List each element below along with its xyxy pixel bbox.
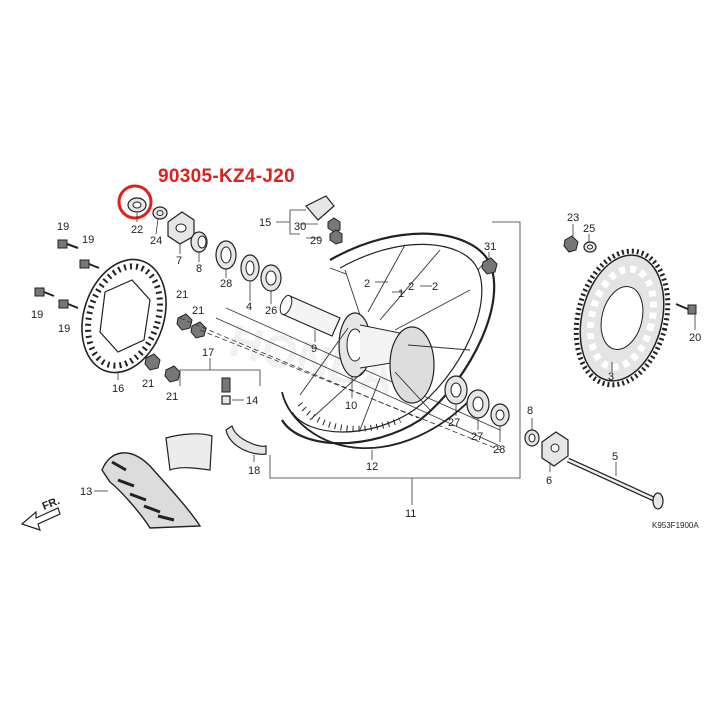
callout-6: 6 — [546, 475, 552, 487]
callout-28: 28 — [493, 444, 505, 456]
callout-7: 7 — [176, 255, 182, 267]
callout-11: 11 — [405, 508, 416, 520]
part-17-tube[interactable] — [165, 433, 213, 471]
part-20-bolt[interactable] — [675, 303, 697, 315]
part-7-adjuster[interactable] — [167, 211, 195, 245]
callout-26: 26 — [265, 305, 277, 317]
part-22-seal[interactable] — [127, 197, 147, 213]
part-12-rim[interactable] — [281, 232, 496, 449]
part-21-nut-d[interactable] — [164, 365, 181, 383]
part-30-bolt[interactable] — [327, 217, 341, 233]
part-14-valve[interactable] — [221, 377, 231, 405]
callout-27: 27 — [448, 417, 460, 429]
part-19-bolt-a[interactable] — [57, 239, 79, 249]
callout-27: 27 — [471, 431, 483, 443]
callout-3: 3 — [608, 371, 614, 383]
callout-2: 2 — [432, 281, 438, 293]
callout-4: 4 — [246, 301, 252, 313]
callout-25: 25 — [583, 223, 595, 235]
callout-20: 20 — [689, 332, 701, 344]
callout-18: 18 — [248, 465, 260, 477]
callout-9: 9 — [311, 343, 317, 355]
callout-21: 21 — [192, 305, 204, 317]
callout-19: 19 — [58, 323, 70, 335]
callout-23: 23 — [567, 212, 579, 224]
part-26-bearing[interactable] — [260, 264, 282, 292]
part-3-sprocket[interactable] — [563, 241, 681, 394]
part-19-bolt-b[interactable] — [79, 259, 100, 269]
part-31-nut[interactable] — [481, 257, 498, 275]
part-9-distance-collar[interactable] — [278, 294, 341, 337]
part-19-bolt-c[interactable] — [34, 287, 55, 297]
callout-2: 2 — [408, 281, 414, 293]
callout-21: 21 — [166, 391, 178, 403]
callout-8: 8 — [527, 405, 533, 417]
part-28-bearing-left[interactable] — [215, 240, 237, 270]
callout-19: 19 — [57, 221, 69, 233]
callout-15: 15 — [259, 217, 271, 229]
part-21-nut-c[interactable] — [144, 353, 161, 371]
part-28-bearing-right[interactable] — [490, 403, 510, 427]
callout-16: 16 — [112, 383, 124, 395]
highlight-circle — [117, 184, 153, 220]
highlighted-part-number: 90305-KZ4-J20 — [158, 166, 295, 187]
spokes — [299, 244, 471, 431]
part-23-nut[interactable] — [563, 235, 579, 253]
callout-labels: 22 24 7 8 28 4 26 19 19 19 19 21 21 21 2… — [31, 212, 701, 520]
callout-17: 17 — [202, 347, 214, 359]
callout-13: 13 — [80, 486, 92, 498]
part-21-nut-b[interactable] — [190, 321, 207, 339]
callout-30: 30 — [294, 221, 306, 233]
part-27-bearing-a[interactable] — [444, 375, 468, 405]
callout-10: 10 — [345, 400, 357, 412]
diagram-code: K953F1900A — [652, 521, 699, 530]
callout-12: 12 — [366, 461, 378, 473]
part-24-collar[interactable] — [152, 206, 168, 220]
part-18-rim-band[interactable] — [225, 425, 267, 455]
part-13-tire[interactable] — [101, 452, 202, 529]
part-29-nut[interactable] — [329, 229, 343, 245]
callout-22: 22 — [131, 224, 143, 236]
callout-24: 24 — [150, 235, 162, 247]
callout-21: 21 — [142, 378, 154, 390]
part-15-chain-guide[interactable] — [305, 195, 335, 221]
part-6-adjuster[interactable] — [541, 431, 569, 467]
part-19-bolt-d[interactable] — [58, 299, 79, 309]
part-16-brake-disc[interactable] — [68, 248, 180, 383]
part-27-bearing-b[interactable] — [466, 389, 490, 419]
callout-19: 19 — [31, 309, 43, 321]
callout-14: 14 — [246, 395, 258, 407]
callout-2: 2 — [364, 278, 370, 290]
callout-5: 5 — [612, 451, 618, 463]
callout-21: 21 — [176, 289, 188, 301]
callout-19: 19 — [82, 234, 94, 246]
part-8-collar-left[interactable] — [190, 231, 208, 253]
callout-29: 29 — [310, 235, 322, 247]
part-25-washer[interactable] — [583, 241, 597, 253]
part-8-collar-right[interactable] — [524, 429, 540, 447]
callout-31: 31 — [484, 241, 496, 253]
part-4-bearing[interactable] — [240, 254, 260, 282]
part-5-axle[interactable] — [566, 457, 664, 510]
callout-8: 8 — [196, 263, 202, 275]
callout-28: 28 — [220, 278, 232, 290]
front-direction-arrow: FR. — [20, 495, 62, 531]
callout-1: 1 — [398, 288, 404, 300]
